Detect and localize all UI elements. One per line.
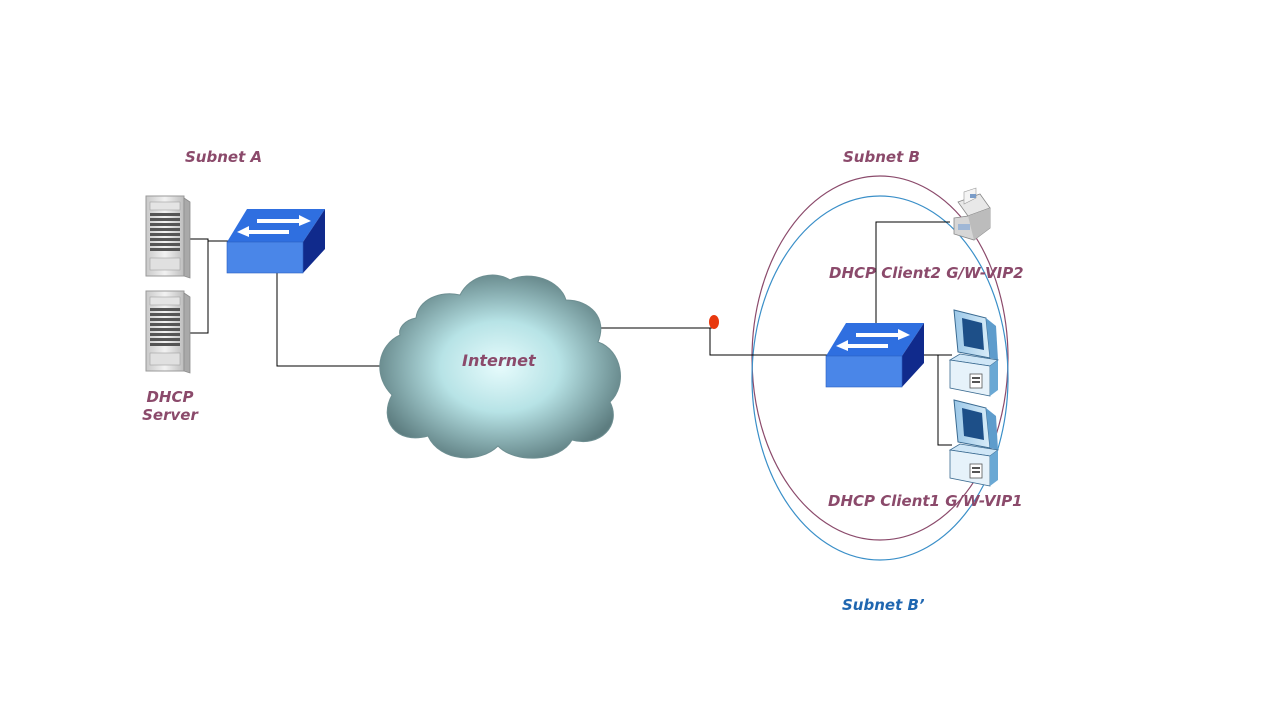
link-lines bbox=[190, 221, 952, 446]
dhcp-server-label-line1: DHCP bbox=[146, 388, 194, 406]
network-switch-icon bbox=[226, 208, 326, 274]
network-switch-icon bbox=[825, 322, 925, 388]
desktop-computer-icon bbox=[949, 399, 999, 487]
dhcp-server-label: DHCP Server bbox=[130, 388, 210, 424]
subnet-b-ellipse bbox=[751, 175, 1009, 541]
subnet-a-label: Subnet A bbox=[185, 148, 263, 166]
subnet-b-prime-label: Subnet B’ bbox=[842, 596, 925, 614]
subnet-b-label: Subnet B bbox=[843, 148, 920, 166]
server-tower-icon bbox=[145, 195, 191, 279]
server-tower-icon bbox=[145, 290, 191, 374]
subnet-b-prime-ellipse bbox=[751, 195, 1009, 561]
desktop-computer-icon bbox=[949, 309, 999, 397]
client2-label: DHCP Client2 G/W-VIP2 bbox=[829, 264, 1024, 282]
internet-cloud-icon bbox=[379, 274, 621, 459]
dhcp-server-label-line2: Server bbox=[142, 406, 198, 424]
fax-printer-icon bbox=[953, 187, 991, 241]
link-marker-icon bbox=[709, 315, 719, 329]
client1-label: DHCP Client1 G/W-VIP1 bbox=[828, 492, 1023, 510]
internet-label: Internet bbox=[462, 351, 536, 370]
